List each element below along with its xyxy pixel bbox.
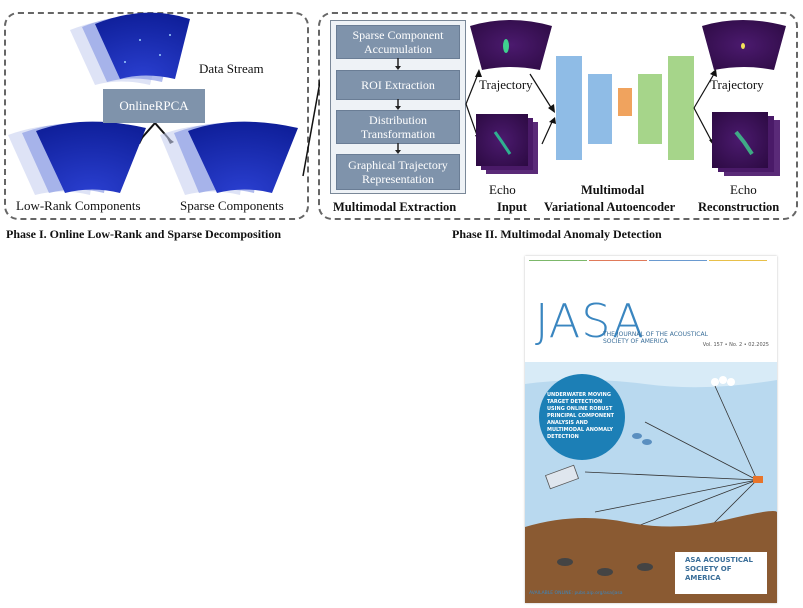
low-rank-label: Low-Rank Components bbox=[16, 198, 141, 213]
sparse-fans bbox=[160, 121, 298, 195]
cover-headline: UNDERWATER MOVING TARGET DETECTION USING… bbox=[539, 374, 625, 460]
journal-subtitle: THE JOURNAL OF THE ACOUSTICAL SOCIETY OF… bbox=[603, 331, 708, 345]
cover-footer[interactable]: AVAILABLE ONLINE: pubs.aip.org/asa/jasa bbox=[529, 591, 623, 596]
phase1-graphics bbox=[8, 12, 320, 195]
data-stream-label: Data Stream bbox=[199, 61, 264, 76]
step-graphical: Graphical Trajectory Representation bbox=[336, 154, 460, 190]
extraction-label: Multimodal Extraction bbox=[333, 200, 457, 214]
phase2-box bbox=[318, 12, 798, 220]
step-accumulation: Sparse Component Accumulation bbox=[336, 25, 460, 59]
cover-society: ASA ACOUSTICAL SOCIETY OF AMERICA bbox=[685, 556, 753, 582]
cover-topics bbox=[529, 260, 773, 266]
online-rpca-box: OnlineRPCA bbox=[103, 89, 205, 123]
low-rank-fans bbox=[8, 121, 146, 195]
phase2-caption: Phase II. Multimodal Anomaly Detection bbox=[452, 227, 662, 241]
step-arrows bbox=[395, 58, 401, 154]
journal-volume: Vol. 157 • No. 2 • 02.2025 bbox=[702, 342, 769, 348]
journal-cover: JASA THE JOURNAL OF THE ACOUSTICAL SOCIE… bbox=[525, 256, 777, 603]
phase1-caption: Phase I. Online Low-Rank and Sparse Deco… bbox=[6, 227, 282, 241]
input-trajectory-image bbox=[470, 20, 552, 70]
step-distribution: Distribution Transformation bbox=[336, 110, 460, 144]
model-label-1: Multimodal bbox=[581, 183, 645, 197]
input-trajectory-label: Trajectory bbox=[479, 77, 533, 92]
input-label: Input bbox=[497, 200, 527, 214]
model-label-2: Variational Autoencoder bbox=[544, 200, 676, 214]
decoder-layer-1 bbox=[638, 74, 662, 144]
input-echo-label: Echo bbox=[489, 182, 516, 197]
vae-graphics bbox=[465, 20, 786, 176]
journal-title: JASA bbox=[535, 294, 645, 348]
decoder-layer-2 bbox=[668, 56, 694, 160]
sparse-label: Sparse Components bbox=[180, 198, 284, 213]
output-echo-label: Echo bbox=[730, 182, 757, 197]
reconstruction-label: Reconstruction bbox=[698, 200, 780, 214]
latent-layer bbox=[618, 88, 632, 116]
data-stream-fans bbox=[70, 12, 190, 86]
encoder-layer-1 bbox=[556, 56, 582, 160]
encoder-layer-2 bbox=[588, 74, 612, 144]
output-trajectory-label: Trajectory bbox=[710, 77, 764, 92]
